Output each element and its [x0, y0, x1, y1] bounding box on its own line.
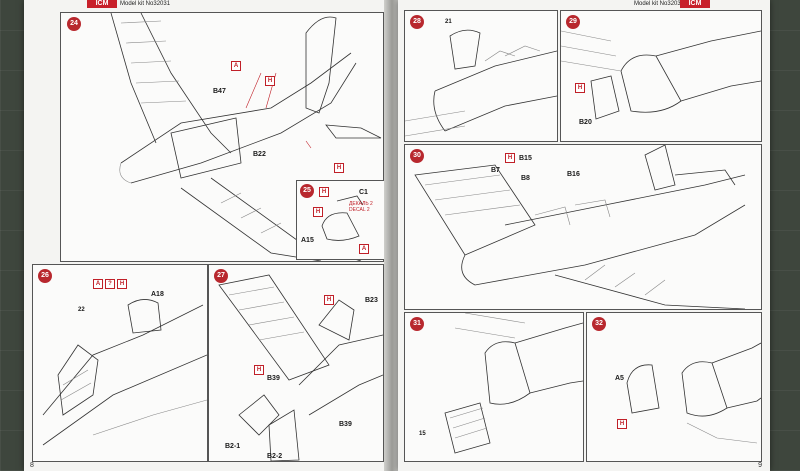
- paint-mark-H: H: [117, 279, 127, 289]
- step-31-number: 31: [410, 317, 424, 331]
- decal-en: DECAL 2: [349, 207, 370, 213]
- paint-mark-H-2: H: [254, 365, 264, 375]
- cowling-drawing: [405, 29, 557, 137]
- part-B8: B8: [521, 175, 530, 182]
- part-15: 15: [419, 431, 426, 437]
- page-number-left: 8: [30, 462, 34, 469]
- part-B7: B7: [491, 167, 500, 174]
- part-B47: B47: [213, 88, 226, 95]
- page-number-right: 9: [758, 462, 762, 469]
- brand-logo-right: ICM: [680, 0, 710, 8]
- part-B2-2: B2-2: [267, 453, 283, 460]
- step-29-panel: 29 H B20: [560, 10, 762, 142]
- seat-drawing: [321, 195, 364, 241]
- fuselage-panels-drawing: [414, 145, 746, 309]
- kit-number: 32031: [667, 1, 685, 7]
- step-30-panel: 30 H B15 B7 B8 B16: [404, 144, 762, 310]
- paint-mark-H: H: [505, 153, 515, 163]
- part-21: 21: [445, 19, 452, 25]
- cockpit-frame-drawing: [42, 299, 207, 446]
- kit-label-left: Model kit No32031: [120, 1, 170, 7]
- right-page: Model kit No32031 ICM 28 21 29 H B20 30: [398, 0, 770, 471]
- step-28-number: 28: [410, 15, 424, 29]
- step-26-panel: 26 A ? H A18 22: [32, 264, 208, 462]
- paint-mark-H: H: [575, 83, 585, 93]
- part-B39: B39: [267, 375, 280, 382]
- kit-label-right: Model kit No32031: [634, 1, 684, 7]
- step-24-number: 24: [67, 17, 81, 31]
- part-A5: A5: [615, 375, 624, 382]
- part-B23: B23: [365, 297, 378, 304]
- part-B15: B15: [519, 155, 532, 162]
- paint-mark-A: A: [231, 61, 241, 71]
- cowl-ring-drawing: [626, 342, 761, 444]
- step-28-panel: 28 21: [404, 10, 558, 142]
- cockpit-assembly-drawing: [218, 274, 383, 461]
- paint-mark-A: A: [93, 279, 103, 289]
- part-B2-1: B2-1: [225, 443, 241, 450]
- part-A15: A15: [301, 237, 314, 244]
- part-C1: C1: [359, 189, 368, 196]
- paint-mark-A: A: [359, 244, 369, 254]
- paint-mark-H: H: [265, 76, 275, 86]
- step-32-panel: 32 A5 H: [586, 312, 762, 462]
- part-B39-2: B39: [339, 421, 352, 428]
- step-27-panel: 27 H B23 H B39 B39 B2-1 B2-2: [208, 264, 384, 462]
- paint-mark-H: H: [617, 419, 627, 429]
- brand-logo: ICM: [87, 0, 117, 8]
- kit-number: 32031: [153, 1, 171, 7]
- step-29-number: 29: [566, 15, 580, 29]
- step-30-number: 30: [410, 149, 424, 163]
- step-26-number: 26: [38, 269, 52, 283]
- engine-install-drawing: [444, 313, 583, 454]
- decal-ru: ДЕКАЛЬ 2: [349, 201, 373, 207]
- book-spine: [384, 0, 400, 471]
- paint-mark-question: ?: [105, 279, 115, 289]
- step-27-number: 27: [214, 269, 228, 283]
- left-page: ICM Model kit No32031 24 A H B47 B22 H 2…: [24, 0, 386, 471]
- part-B16: B16: [567, 171, 580, 178]
- engine-cowl-drawing: [561, 30, 761, 120]
- part-22: 22: [78, 307, 85, 313]
- step-25-number: 25: [300, 184, 314, 198]
- paint-mark-H: H: [319, 187, 329, 197]
- paint-mark-H: H: [324, 295, 334, 305]
- paint-mark-H-2: H: [313, 207, 323, 217]
- kit-label: Model kit No: [120, 1, 154, 7]
- kit-label: Model kit No: [634, 1, 668, 7]
- part-B20: B20: [579, 119, 592, 126]
- fuselage-frame-drawing: [110, 13, 382, 261]
- paint-mark-H-2: H: [334, 163, 344, 173]
- step-32-number: 32: [592, 317, 606, 331]
- part-A18: A18: [151, 291, 164, 298]
- part-B22: B22: [253, 151, 266, 158]
- step-31-panel: 31 15: [404, 312, 584, 462]
